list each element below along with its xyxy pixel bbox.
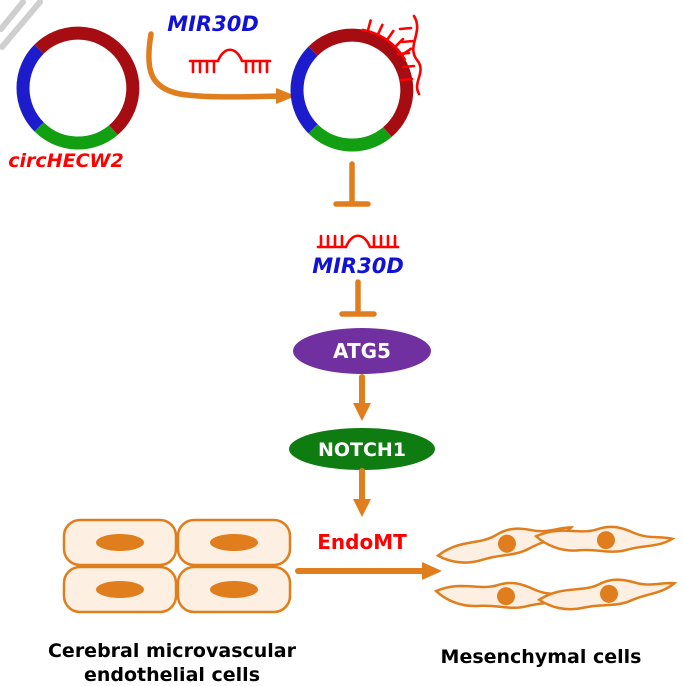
mesenchymal-label: Mesenchymal cells xyxy=(441,646,642,668)
mir30d-mid-label: MIR30D xyxy=(312,254,404,278)
mirna-comb-shape xyxy=(188,48,272,74)
binding-arrow-head xyxy=(276,88,296,104)
mir30d-top-label: MIR30D xyxy=(167,12,259,36)
inhibition-bar-1 xyxy=(333,161,371,207)
corner-artifact-line xyxy=(0,0,26,32)
circle-segment-red xyxy=(308,28,414,138)
circhecw2-circle-left xyxy=(16,26,140,150)
bound-mirna-comb-wavy xyxy=(396,14,422,96)
corner-artifact-line xyxy=(0,0,43,50)
endothelial-cells xyxy=(62,518,292,614)
mirna-comb-top xyxy=(188,48,272,74)
endomt-label: EndoMT xyxy=(317,530,407,554)
atg5-node xyxy=(293,328,431,374)
mirna-comb-middle xyxy=(316,234,400,249)
mirna-comb-shape xyxy=(316,234,400,249)
circle-segment-green xyxy=(34,122,118,150)
notch1-node xyxy=(289,428,435,470)
endothelial-label-line2: endothelial cells xyxy=(84,664,260,686)
circle-segment-blue xyxy=(16,44,44,132)
endomt-arrow-head xyxy=(422,562,442,580)
circle-segment-red xyxy=(34,26,140,136)
atg5-label: ATG5 xyxy=(333,339,391,363)
notch1-label: NOTCH1 xyxy=(318,439,406,461)
mesenchymal-cell xyxy=(534,520,675,559)
binding-arrow xyxy=(146,31,283,100)
circle-segment-blue xyxy=(290,46,318,134)
circhecw2-circle-right xyxy=(290,14,422,152)
bound-mirna-comb-arc xyxy=(361,19,413,61)
cell-nucleus xyxy=(210,581,258,598)
cell-nucleus xyxy=(210,534,258,551)
mesenchymal-cells xyxy=(433,518,677,616)
circle-segment-green xyxy=(308,124,392,152)
endothelial-label-line1: Cerebral microvascular xyxy=(48,640,297,662)
circhecw2-label: circHECW2 xyxy=(8,150,123,172)
inhibition-bar-2 xyxy=(339,279,377,317)
mesenchymal-cell xyxy=(536,574,677,613)
cell-nucleus xyxy=(96,581,144,598)
cell-nucleus xyxy=(96,534,144,551)
down-arrow-2-head xyxy=(353,499,371,517)
down-arrow-1-head xyxy=(353,403,371,421)
